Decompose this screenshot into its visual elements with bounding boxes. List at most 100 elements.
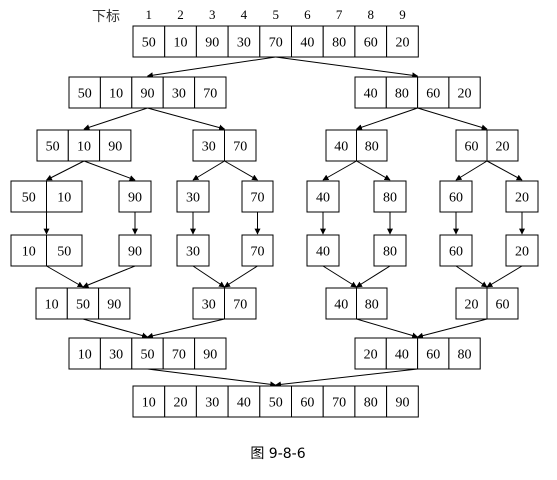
array-cell [448, 76, 481, 109]
cell-value: 60 [449, 191, 463, 206]
cell-value: 30 [202, 140, 216, 155]
array-group-r4c: 30 [176, 234, 210, 267]
cell-value: 60 [426, 348, 440, 363]
edge-r2d-r3g [455, 160, 488, 181]
array-group-r3d: 70 [241, 180, 274, 213]
cell-value: 10 [45, 298, 59, 313]
cell-value: 90 [128, 245, 142, 260]
edge-r4a-r5a [46, 265, 84, 288]
array-cell [192, 129, 225, 162]
cell-value: 40 [334, 298, 348, 313]
array-cell [291, 385, 324, 418]
array-group-r3h: 20 [505, 180, 539, 213]
array-cell [439, 180, 473, 213]
edge-r5a-r6a [82, 318, 149, 339]
edge-r4c-r5b [192, 265, 225, 288]
index-6: 6 [304, 7, 311, 22]
edge-r4f-r5c [355, 265, 391, 288]
cell-value: 60 [426, 87, 440, 102]
edge-r2d-r3h [486, 160, 523, 181]
cell-value: 80 [458, 348, 472, 363]
array-group-r3b: 90 [118, 180, 152, 213]
edge-r5b-r6a [146, 318, 225, 339]
array-group-r3g: 60 [439, 180, 473, 213]
cell-value: 20 [515, 191, 529, 206]
cell-value: 90 [107, 298, 121, 313]
cell-value: 90 [205, 36, 219, 51]
cell-value: 30 [202, 298, 216, 313]
array-group-r3c: 30 [176, 180, 210, 213]
cell-value: 50 [141, 348, 155, 363]
index-7: 7 [336, 7, 343, 22]
cell-value: 90 [108, 140, 122, 155]
array-group-r2d: 60 20 [455, 129, 519, 162]
cell-value: 30 [172, 87, 186, 102]
array-group-r4h: 20 [505, 234, 539, 267]
array-cell [164, 25, 197, 58]
cell-value: 40 [316, 191, 330, 206]
cell-value: 70 [203, 87, 217, 102]
array-cell [224, 287, 257, 320]
edge-r1a-r2b [147, 107, 226, 131]
array-cell [241, 180, 274, 213]
cell-value: 50 [142, 36, 156, 51]
array-group-r5a: 10 50 90 [35, 287, 131, 320]
edge-r2b-r3d [224, 160, 259, 181]
cell-value: 50 [76, 298, 90, 313]
array-cell [132, 385, 166, 418]
array-cell [354, 25, 388, 58]
cell-value: 80 [364, 396, 378, 411]
array-cell [241, 234, 274, 267]
index-8: 8 [368, 7, 375, 22]
cell-value: 70 [269, 36, 283, 51]
cell-value: 20 [458, 87, 472, 102]
array-cell [354, 337, 387, 370]
edge-r2a-r3a [45, 160, 85, 181]
cell-value: 50 [78, 87, 92, 102]
cell-value: 70 [233, 298, 247, 313]
array-cell [68, 76, 101, 109]
edge-r0-r1a [146, 56, 276, 79]
edge-r5d-r6b [417, 318, 488, 339]
cell-value: 90 [141, 87, 155, 102]
cell-value: 10 [174, 36, 188, 51]
cell-value: 10 [77, 140, 91, 155]
array-cell [322, 385, 356, 418]
cell-value: 60 [364, 36, 378, 51]
cell-value: 50 [22, 191, 36, 206]
cell-value: 10 [142, 396, 156, 411]
array-cell [455, 287, 488, 320]
array-cell [417, 337, 450, 370]
array-cell [386, 385, 419, 418]
array-cell [439, 234, 473, 267]
array-cell [164, 385, 197, 418]
array-cell [131, 76, 164, 109]
array-cell [67, 129, 101, 162]
index-5: 5 [272, 7, 279, 22]
array-cell [99, 76, 133, 109]
array-cell [194, 337, 227, 370]
edge-r6a-r7 [147, 368, 277, 388]
edge-r4b-r5a [82, 265, 136, 288]
cell-value: 40 [300, 36, 314, 51]
cell-value: 90 [396, 396, 410, 411]
index-1: 1 [146, 7, 153, 22]
cell-value: 20 [364, 348, 378, 363]
array-cell [118, 180, 152, 213]
edge-r2b-r3c [192, 160, 225, 181]
array-cell [448, 337, 481, 370]
figure-caption: 图 9-8-6 [250, 446, 305, 462]
edge-r2c-r3e [322, 160, 357, 181]
array-cell [306, 180, 340, 213]
edge-r4h-r5d [486, 265, 523, 288]
array-cell [66, 287, 100, 320]
cell-value: 20 [496, 140, 510, 155]
cell-value: 60 [465, 140, 479, 155]
